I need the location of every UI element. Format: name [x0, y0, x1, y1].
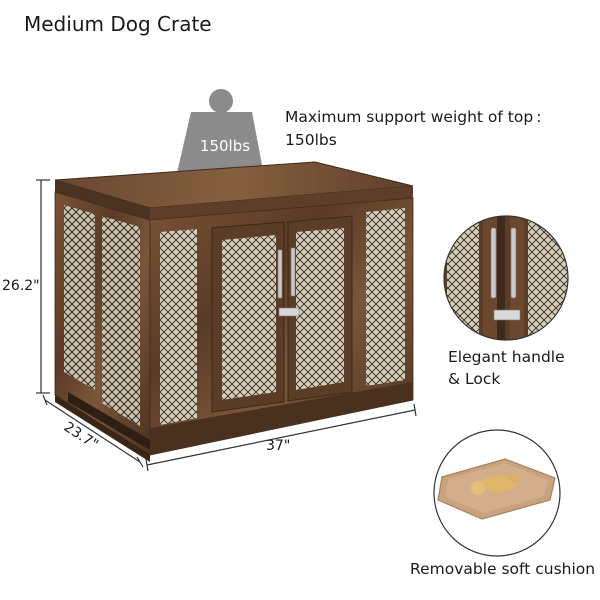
weight-callout-line1: Maximum support weight of top :	[285, 108, 542, 126]
weight-value-label: 150lbs	[199, 137, 251, 155]
weight-callout-line2: 150lbs	[285, 131, 337, 149]
cushion-detail	[433, 429, 561, 557]
handle-lock-caption-line2: & Lock	[448, 370, 501, 388]
handle-lock-caption-line1: Elegant handle	[448, 348, 565, 366]
dimension-lines	[36, 179, 417, 472]
handle-lock-detail	[443, 215, 569, 341]
weight-callout: Maximum support weight of top : 150lbs	[285, 106, 542, 152]
product-title: Medium Dog Crate	[24, 12, 212, 36]
handle-lock-caption: Elegant handle & Lock	[448, 346, 565, 390]
dog-crate	[54, 161, 414, 462]
cushion-caption: Removable soft cushion	[410, 560, 596, 578]
height-dimension-label: 26.2"	[2, 278, 40, 294]
width-dimension-label: 37"	[266, 438, 291, 454]
